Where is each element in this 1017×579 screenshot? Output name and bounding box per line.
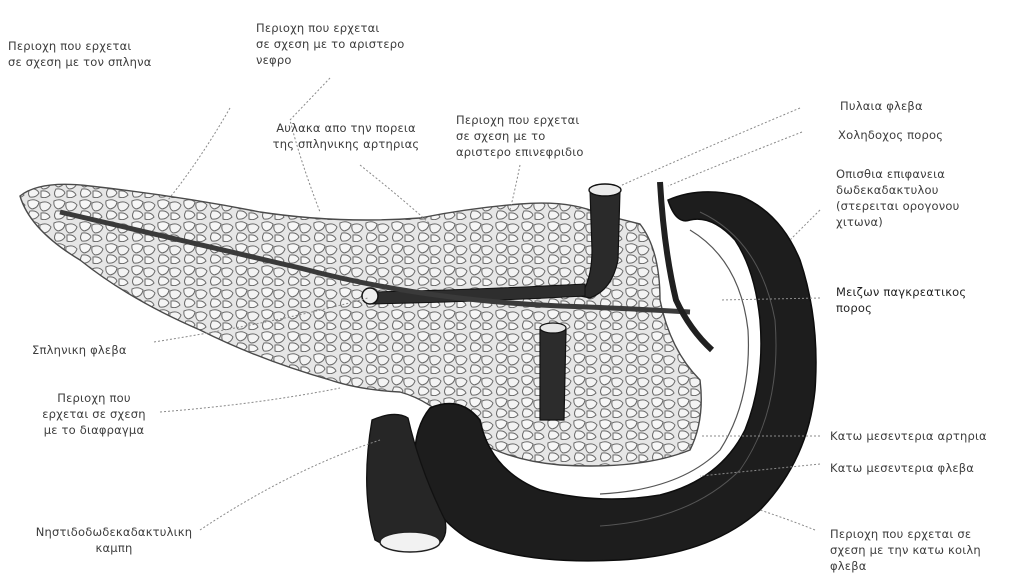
- label-duodenum-posterior: Οπισθια επιφανεια δωδεκαδακτυλου (στερει…: [836, 166, 960, 230]
- label-main-pancreatic-duct: Μειζων παγκρεατικος πορος: [836, 284, 966, 316]
- label-splenic-artery-groove: Αυλακα απο την πορεια της σπληνικης αρτη…: [246, 120, 446, 152]
- label-bile-duct: Χοληδοχος πορος: [838, 127, 943, 143]
- label-left-kidney-region: Περιοχη που ερχεται σε σχεση με το αριστ…: [256, 20, 404, 68]
- label-spleen-region: Περιοχη που ερχεται σε σχεση με τον σπλη…: [8, 38, 151, 70]
- label-duodenojejunal-flexure: Νηστιδοδωδεκαδακτυλικη καμπη: [14, 524, 214, 556]
- label-splenic-vein: Σπληνικη φλεβα: [32, 342, 127, 358]
- mesenteric-vessel: [540, 330, 566, 420]
- label-portal-vein: Πυλαια φλεβα: [840, 98, 923, 114]
- label-mesenteric-vein: Κατω μεσεντερια φλεβα: [830, 460, 974, 476]
- label-mesenteric-artery: Κατω μεσεντερια αρτηρια: [830, 428, 987, 444]
- label-diaphragm-region: Περιοχη που ερχεται σε σχεση με το διαφρ…: [24, 390, 164, 438]
- label-left-adrenal-region: Περιοχη που ερχεται σε σχεση με το αριστ…: [456, 112, 584, 160]
- label-ivc-region: Περιοχη που ερχεται σε σχεση με την κατω…: [830, 526, 981, 574]
